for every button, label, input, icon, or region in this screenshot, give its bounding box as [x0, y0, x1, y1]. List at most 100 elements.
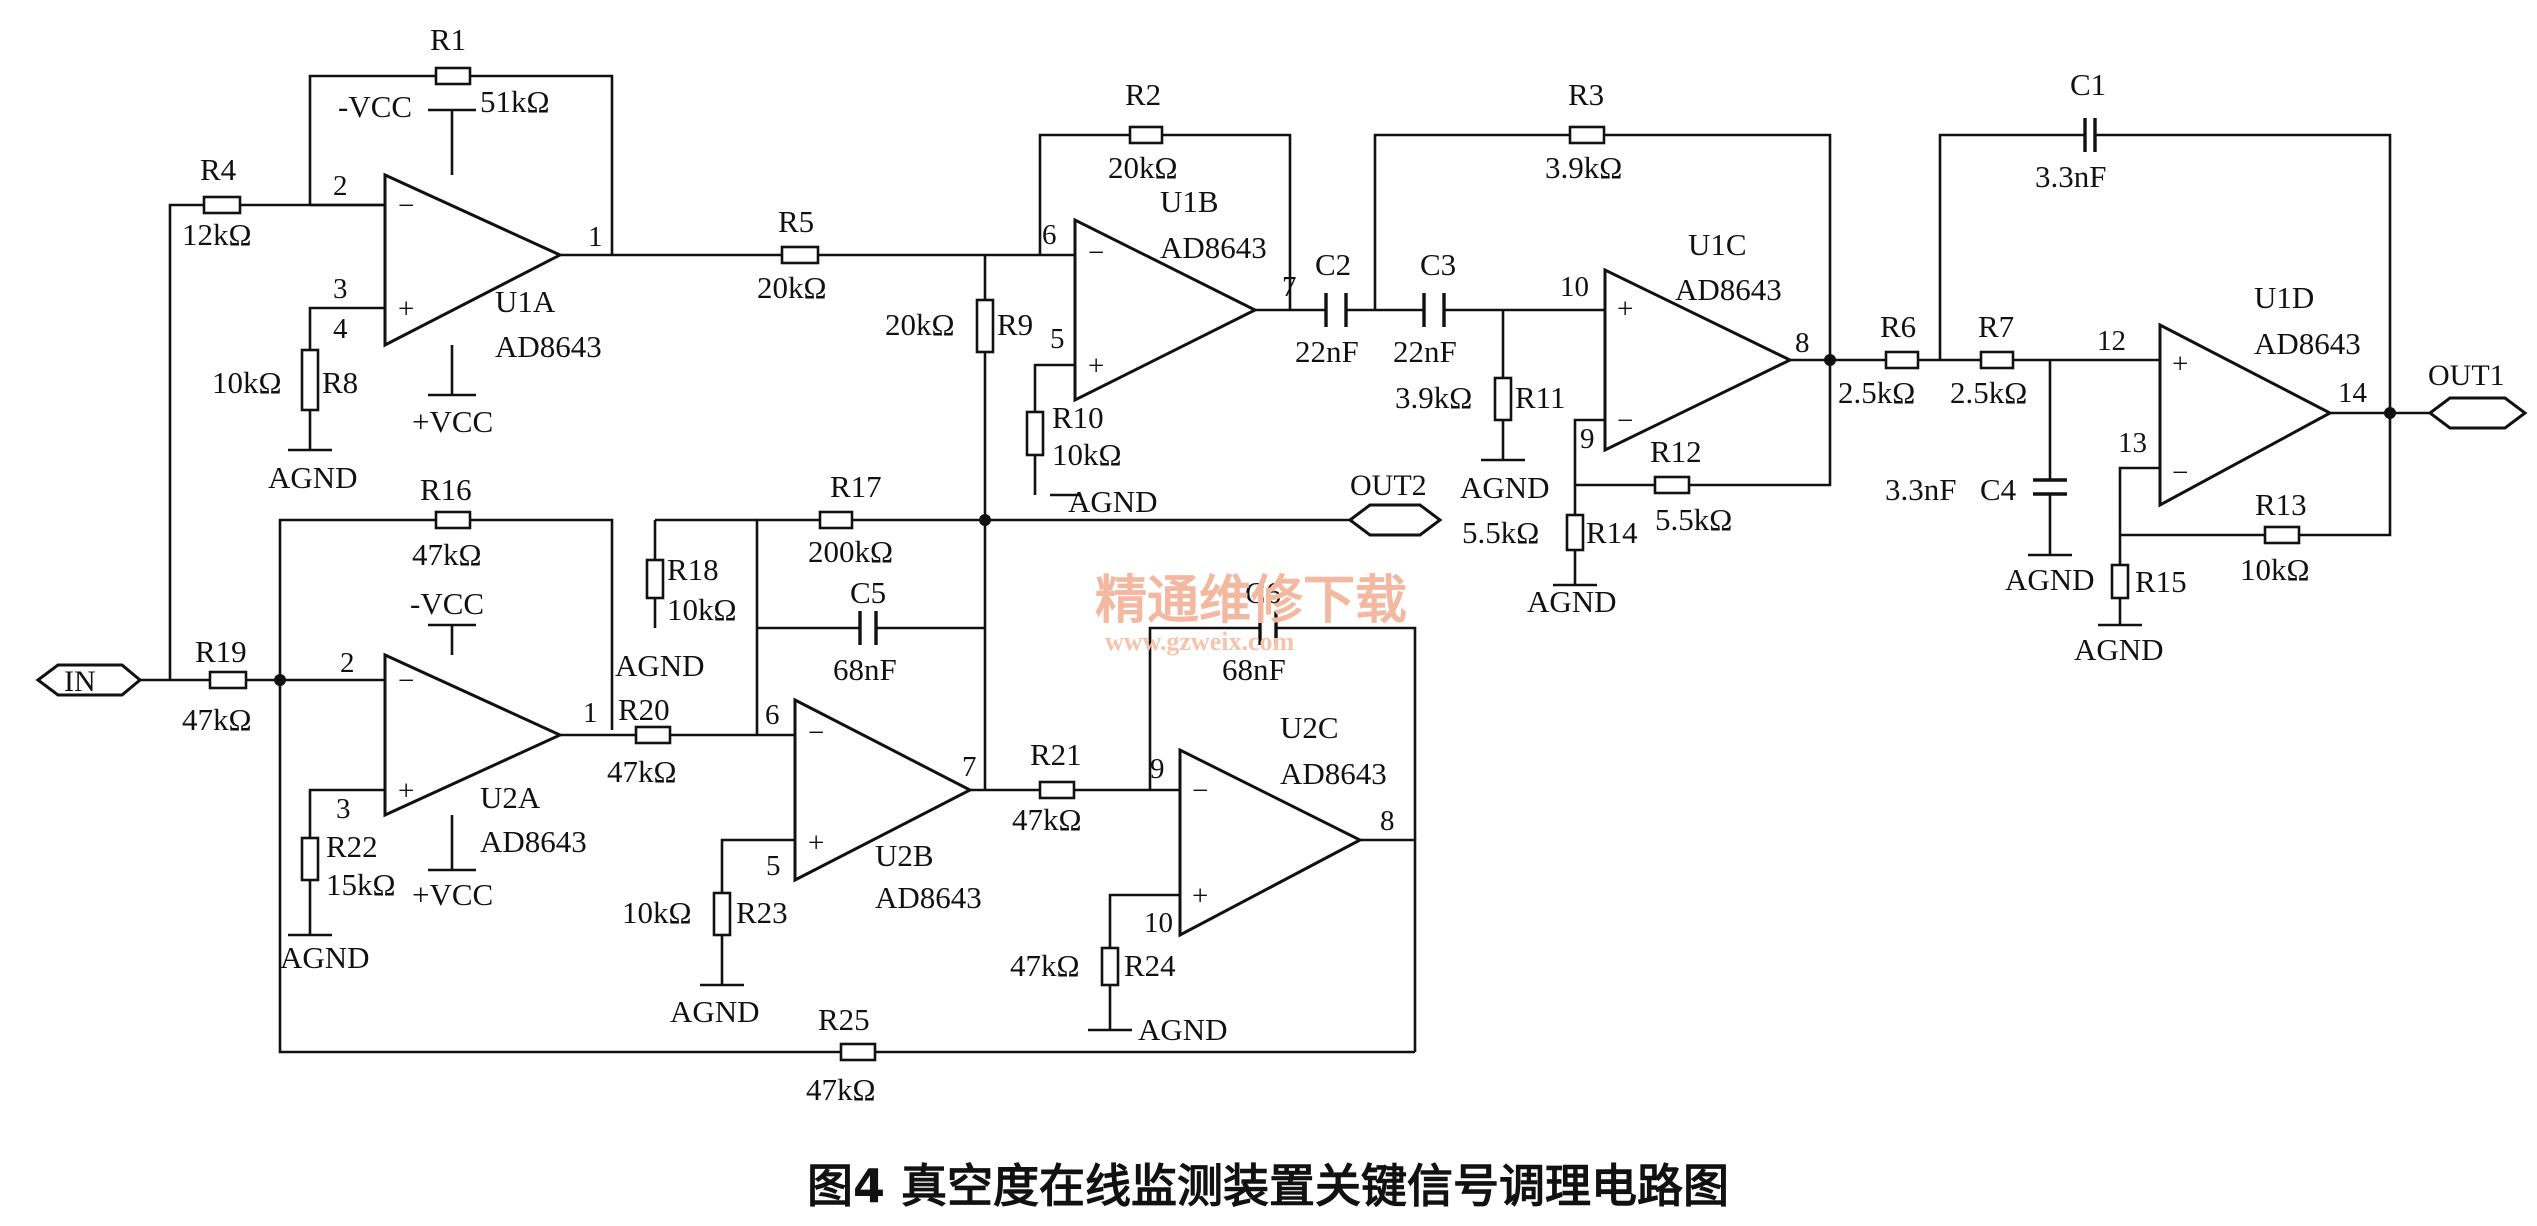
- opamp-part: AD8643: [875, 880, 982, 915]
- opamp-u2a: − + 2 3 1 U2A AD8643 -VCC +VCC: [336, 586, 598, 912]
- resistor-r11: R11 3.9kΩ: [1395, 376, 1566, 422]
- resistor-name: R21: [1030, 737, 1082, 772]
- resistor-value: 12kΩ: [182, 217, 252, 252]
- pin-label: 9: [1580, 423, 1595, 455]
- capacitor-value: 22nF: [1393, 334, 1457, 369]
- opamp-name: U1A: [495, 284, 556, 319]
- figure-caption: 图4 真空度在线监测装置关键信号调理电路图: [807, 1159, 1729, 1213]
- opamp-u1a: − + 2 3 4 1 U1A AD8643 -VCC +VCC: [333, 89, 603, 439]
- minus-sign: −: [808, 717, 824, 749]
- resistor-r20: R20 47kΩ: [607, 692, 677, 789]
- opamp-name: U2C: [1280, 710, 1339, 745]
- pin-label: 8: [1795, 327, 1810, 359]
- resistor-name: R14: [1586, 515, 1638, 550]
- opamp-triangle: [1178, 747, 1364, 938]
- resistor-value: 47kΩ: [607, 754, 677, 789]
- capacitor-value: 3.3nF: [2035, 159, 2107, 194]
- resistor-value: 47kΩ: [1010, 948, 1080, 983]
- rail-label: -VCC: [338, 89, 412, 124]
- pin-label: 3: [336, 793, 351, 825]
- ground-icon: AGND: [2005, 553, 2095, 597]
- svg-text:AGND: AGND: [280, 940, 370, 975]
- svg-text:AGND: AGND: [1527, 584, 1617, 619]
- svg-text:AGND: AGND: [268, 460, 358, 495]
- resistor-name: R16: [420, 472, 472, 507]
- capacitor-name: C2: [1315, 247, 1351, 282]
- opamp-u2c: − + 9 10 8 U2C AD8643: [1144, 710, 1395, 939]
- capacitor-value: 3.3nF: [1885, 472, 1957, 507]
- resistor-value: 20kΩ: [757, 270, 827, 305]
- resistor-value: 200kΩ: [808, 534, 893, 569]
- capacitor-name: C4: [1980, 472, 2017, 507]
- resistor-name: R9: [997, 307, 1033, 342]
- resistors: R1 51kΩ R2 20kΩ R3 3.9kΩ R4 12kΩ R5 20kΩ…: [182, 22, 2310, 1107]
- resistor-value: 3.9kΩ: [1395, 380, 1472, 415]
- resistor-name: R4: [200, 152, 237, 187]
- capacitor-c6: C6 68nF: [1222, 575, 1286, 687]
- port-out2: OUT2: [1347, 469, 1443, 537]
- opamp-u1b: − + 6 5 7 U1B AD8643: [1042, 184, 1297, 403]
- ground-symbols: AGND AGND AGND AGND AGND AGND AGND AGND …: [268, 448, 2164, 1047]
- resistor-r14: R14 5.5kΩ: [1462, 513, 1638, 552]
- port-in: IN: [35, 663, 143, 698]
- opamp-u1c: + − 10 9 8 U1C AD8643: [1560, 227, 1810, 455]
- pin-label: 7: [962, 751, 977, 783]
- opamp-part: AD8643: [1280, 756, 1387, 791]
- pin-label: 6: [765, 699, 780, 731]
- capacitor-c4: 3.3nF C4: [1885, 472, 2067, 507]
- opamp-name: U1D: [2254, 280, 2314, 315]
- resistor-value: 2.5kΩ: [1838, 375, 1915, 410]
- resistor-value: 20kΩ: [1108, 150, 1178, 185]
- minus-sign: −: [2172, 457, 2188, 489]
- minus-sign: −: [1617, 405, 1633, 437]
- opamp-triangle: [1603, 267, 1794, 453]
- plus-sign: +: [1617, 293, 1633, 325]
- pin-label: 2: [333, 170, 348, 202]
- resistor-value: 10kΩ: [622, 895, 692, 930]
- capacitor-c3: C3 22nF: [1393, 247, 1457, 369]
- junction-dots: [274, 354, 2396, 686]
- capacitor-value: 68nF: [1222, 652, 1286, 687]
- ground-icon: AGND: [615, 648, 705, 683]
- opamp-triangle: [383, 652, 564, 818]
- watermark-text: 精通维修下载: [1095, 572, 1407, 630]
- resistor-r12: R12 5.5kΩ: [1650, 434, 1732, 537]
- resistor-value: 3.9kΩ: [1545, 150, 1622, 185]
- resistor-name: R23: [736, 895, 788, 930]
- ground-icon: AGND: [280, 933, 370, 975]
- resistor-r24: R24 47kΩ: [1010, 946, 1176, 987]
- pin-label: 6: [1042, 219, 1057, 251]
- svg-text:AGND: AGND: [1138, 1012, 1228, 1047]
- plus-sign: +: [398, 775, 414, 807]
- rail-label: -VCC: [410, 586, 484, 621]
- capacitor-c1: C1 3.3nF: [2035, 67, 2107, 194]
- resistor-name: R3: [1568, 77, 1604, 112]
- junction-dot: [979, 514, 991, 526]
- minus-sign: −: [398, 665, 414, 697]
- resistor-value: 10kΩ: [2240, 552, 2310, 587]
- watermark: 精通维修下载 www.gzweix.com: [1095, 572, 1407, 656]
- pin-label: 2: [340, 647, 355, 679]
- resistor-name: R13: [2255, 487, 2307, 522]
- opamp-part: AD8643: [1160, 230, 1267, 265]
- pin-label: 9: [1150, 753, 1165, 785]
- opamp-name: U2A: [480, 780, 541, 815]
- opamp-part: AD8643: [1675, 272, 1782, 307]
- resistor-value: 47kΩ: [1012, 802, 1082, 837]
- plus-sign: +: [1192, 880, 1208, 912]
- pin-label: 4: [333, 313, 348, 345]
- resistor-r2: R2 20kΩ: [1108, 77, 1178, 185]
- pin-label: 14: [2338, 377, 2368, 409]
- resistor-r9: R9 20kΩ: [885, 298, 1033, 354]
- pin-label: 10: [1144, 907, 1173, 939]
- svg-text:AGND: AGND: [670, 994, 760, 1029]
- pin-label: 13: [2118, 427, 2147, 459]
- opamp-u1d: + − 12 13 14 U1D AD8643: [2097, 280, 2368, 508]
- resistor-r7: R7 2.5kΩ: [1950, 309, 2027, 410]
- resistor-r23: R23 10kΩ: [622, 891, 788, 937]
- capacitor-value: 22nF: [1295, 334, 1359, 369]
- junction-dot: [2384, 407, 2396, 419]
- capacitor-name: C6: [1245, 575, 1281, 610]
- ground-icon: AGND: [1527, 583, 1617, 619]
